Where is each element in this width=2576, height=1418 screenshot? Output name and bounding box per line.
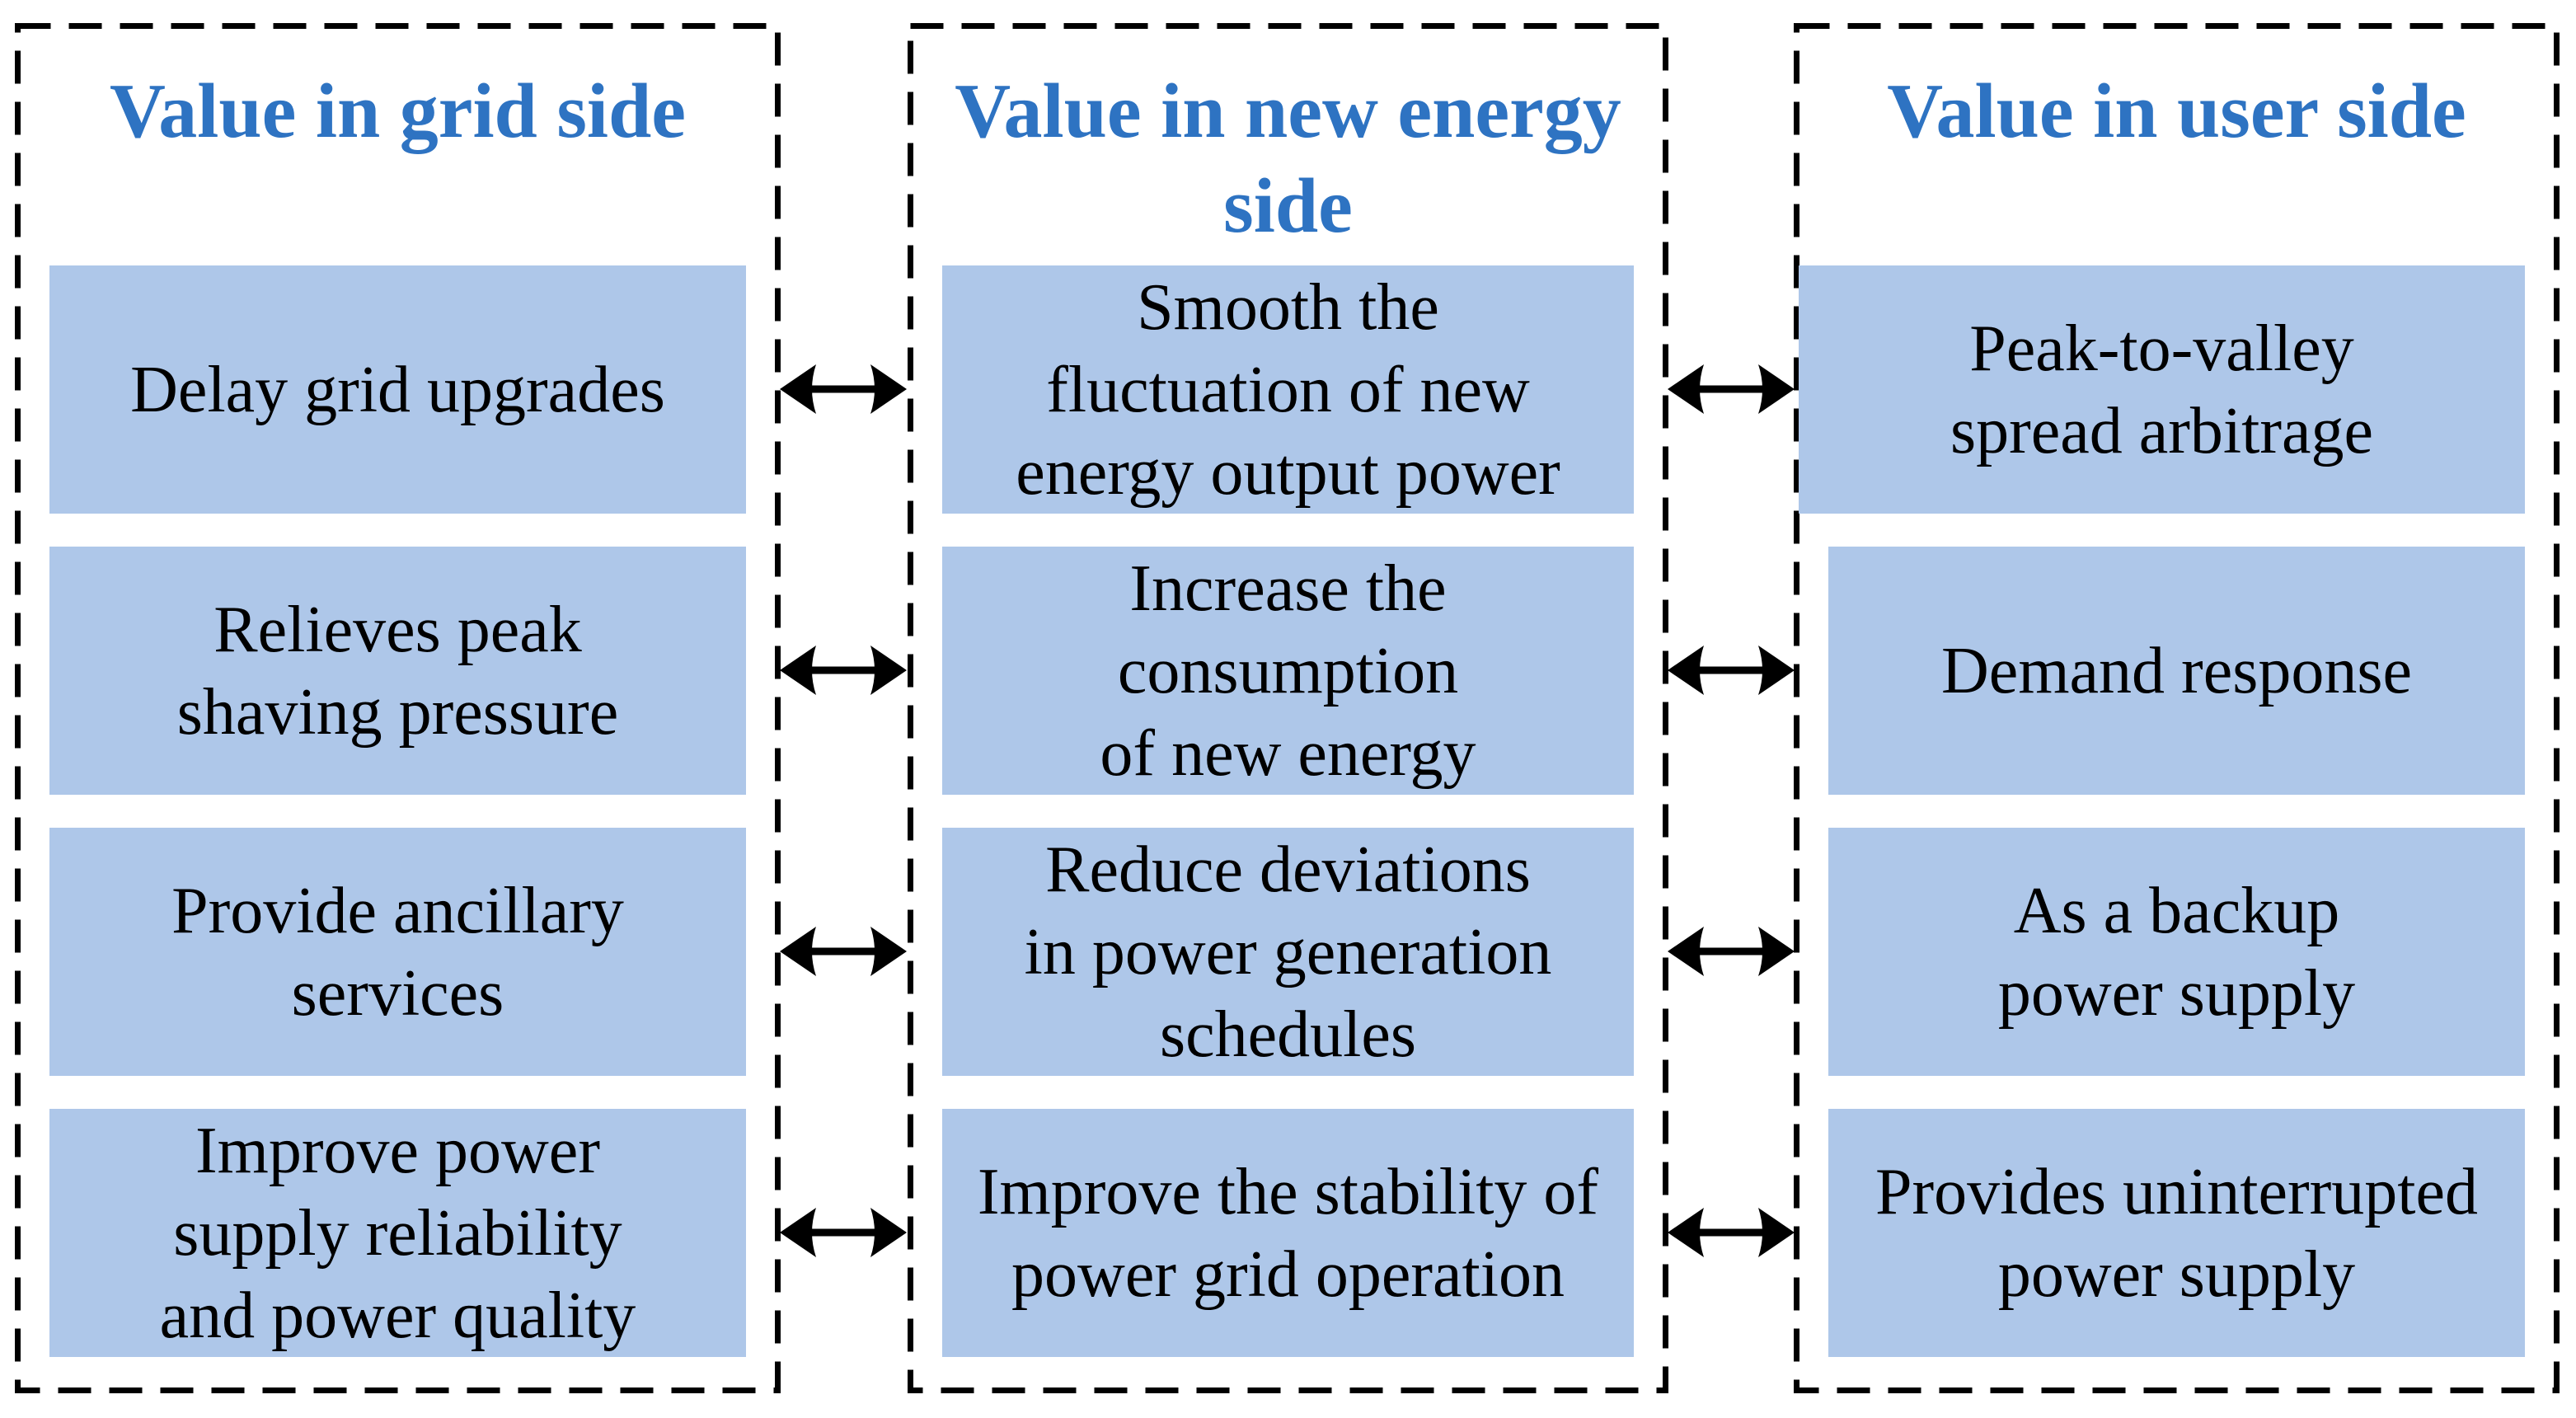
- value-box-label: Reduce deviations in power generation sc…: [1024, 833, 1552, 1071]
- double-arrow-icon-newenergy-user-row4: [1668, 1208, 1795, 1257]
- value-box-newenergy-3: Reduce deviations in power generation sc…: [942, 828, 1634, 1076]
- value-box-label: Demand response: [1941, 634, 2412, 707]
- value-box-grid-1: Delay grid upgrades: [49, 265, 746, 514]
- double-arrow-icon-grid-newenergy-row2: [780, 646, 907, 695]
- double-arrow-icon-newenergy-user-row2: [1668, 646, 1795, 695]
- value-box-user-3: As a backup power supply: [1828, 828, 2525, 1076]
- double-arrow-icon-grid-newenergy-row4: [780, 1208, 907, 1257]
- column-title-user-side: Value in user side: [1887, 68, 2466, 154]
- column-grid-side: Value in grid side Delay grid upgrades R…: [15, 23, 781, 1393]
- column-user-side: Value in user side Peak-to-valley spread…: [1794, 23, 2560, 1393]
- value-box-newenergy-2: Increase the consumption of new energy: [942, 547, 1634, 795]
- dashed-border: [1794, 23, 2560, 1393]
- column-new-energy-side: Value in new energy side Smooth the fluc…: [908, 23, 1668, 1393]
- dashed-border: [15, 23, 781, 1393]
- double-arrow-icon-newenergy-user-row3: [1668, 927, 1795, 976]
- value-box-label: Improve power supply reliability and pow…: [159, 1114, 636, 1352]
- double-arrow-icon-newenergy-user-row1: [1668, 364, 1795, 414]
- value-box-label: Relieves peak shaving pressure: [176, 593, 619, 749]
- value-box-grid-2: Relieves peak shaving pressure: [49, 547, 746, 795]
- value-box-label: Provide ancillary services: [171, 874, 624, 1030]
- column-title-grid-side: Value in grid side: [109, 68, 687, 154]
- value-box-grid-4: Improve power supply reliability and pow…: [49, 1109, 746, 1357]
- value-box-label: Delay grid upgrades: [130, 353, 665, 426]
- double-arrow-icon-grid-newenergy-row3: [780, 927, 907, 976]
- value-box-newenergy-1: Smooth the fluctuation of new energy out…: [942, 265, 1634, 514]
- value-box-label: As a backup power supply: [1997, 874, 2356, 1030]
- value-box-user-4: Provides uninterrupted power supply: [1828, 1109, 2525, 1357]
- value-box-user-2: Demand response: [1828, 547, 2525, 795]
- dashed-border: [908, 23, 1668, 1393]
- value-box-user-1: Peak-to-valley spread arbitrage: [1799, 265, 2525, 514]
- value-box-label: Improve the stability of power grid oper…: [977, 1155, 1599, 1311]
- value-box-grid-3: Provide ancillary services: [49, 828, 746, 1076]
- value-box-label: Increase the consumption of new energy: [1100, 552, 1476, 790]
- column-title-new-energy-side: Value in new energy side: [955, 68, 1621, 249]
- value-box-label: Peak-to-valley spread arbitrage: [1950, 312, 2374, 467]
- value-box-label: Smooth the fluctuation of new energy out…: [1016, 270, 1560, 509]
- double-arrow-icon-grid-newenergy-row1: [780, 364, 907, 414]
- value-box-label: Provides uninterrupted power supply: [1875, 1155, 2478, 1311]
- value-box-newenergy-4: Improve the stability of power grid oper…: [942, 1109, 1634, 1357]
